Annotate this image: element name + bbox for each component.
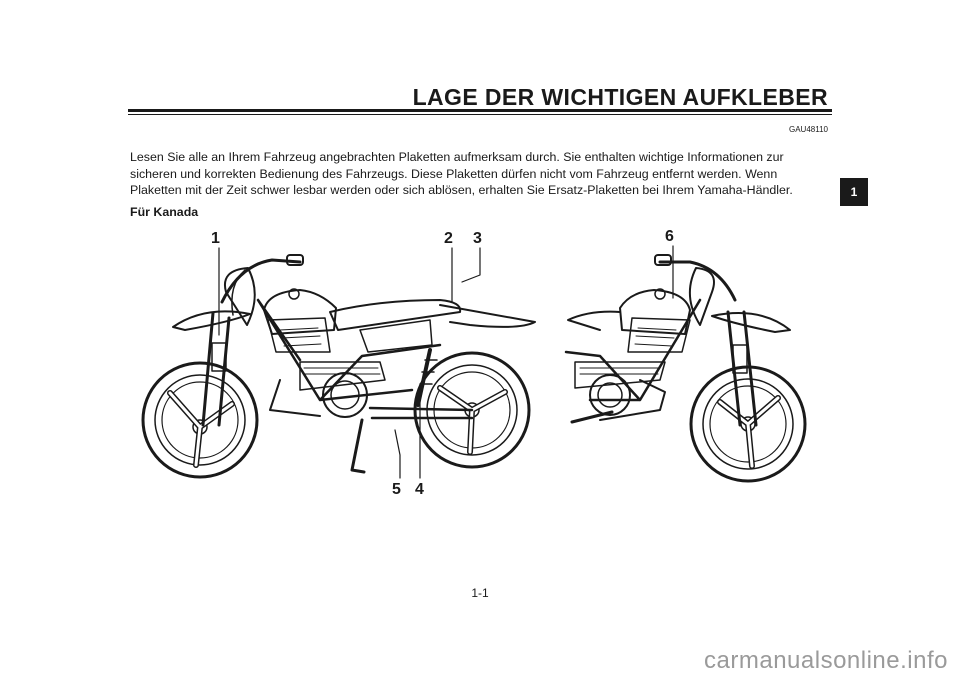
page-title: LAGE DER WICHTIGEN AUFKLEBER (412, 84, 828, 110)
callout-5: 5 (392, 481, 401, 498)
callout-6: 6 (665, 228, 674, 245)
callout-2: 2 (444, 230, 453, 247)
callout-4: 4 (415, 481, 424, 498)
callout-3: 3 (473, 230, 482, 247)
page-number: 1-1 (471, 586, 489, 600)
callout-leaders (218, 245, 674, 479)
subheading-canada: Für Kanada (130, 205, 199, 219)
chapter-tab[interactable]: 1 (840, 178, 868, 206)
title-rule-thick (128, 109, 832, 112)
document-code: GAU48110 (789, 125, 828, 134)
title-rule-thin (128, 114, 832, 115)
watermark: carmanualsonline.info (704, 647, 948, 674)
left-view-bike (141, 254, 536, 479)
right-view-bike (564, 254, 807, 483)
intro-paragraph: Lesen Sie alle an Ihrem Fahrzeug angebra… (130, 150, 793, 197)
callout-1: 1 (211, 230, 220, 247)
